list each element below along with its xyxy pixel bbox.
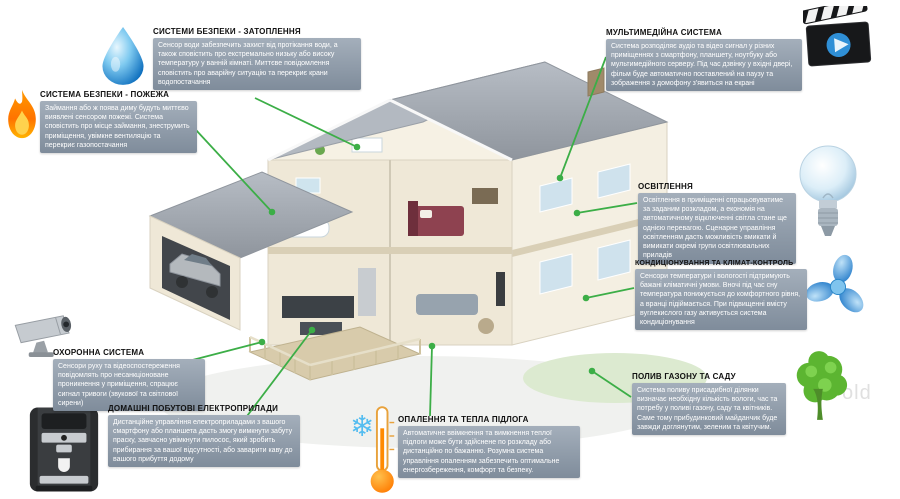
connector-watering	[588, 367, 632, 398]
flame-icon	[3, 86, 41, 142]
callout-watering-title: ПОЛИВ ГАЗОНУ ТА САДУ	[632, 372, 736, 381]
callout-flood-title: СИСТЕМИ БЕЗПЕКИ - ЗАТОПЛЕННЯ	[153, 27, 301, 36]
callout-watering-body: Система поливу присадибної ділянки визна…	[632, 383, 786, 436]
callout-multimedia: МУЛЬТИМЕДІЙНА СИСТЕМА Система розподіляє…	[606, 28, 802, 92]
sofa	[416, 294, 478, 315]
callout-security-title: ОХОРОННА СИСТЕМА	[53, 348, 145, 357]
callout-climate-body: Сенсори температури і вологості підтриму…	[635, 269, 807, 331]
connector-fire	[195, 129, 276, 216]
callout-lighting: ОСВІТЛЕННЯ Освітлення в приміщенні спрац…	[638, 182, 796, 264]
callout-flood: СИСТЕМИ БЕЗПЕКИ - ЗАТОПЛЕННЯ Сенсор води…	[153, 27, 361, 91]
tv	[496, 272, 505, 306]
coffee-machine-icon	[24, 403, 104, 496]
callout-fire-body: Займання або ж поява диму будуть миттєво…	[40, 101, 197, 154]
car	[169, 253, 221, 298]
water-drop-icon	[95, 25, 151, 85]
fridge	[358, 268, 376, 316]
callout-heating: ОПАЛЕННЯ ТА ТЕПЛА ПІДЛОГА Автоматичне вв…	[398, 415, 580, 479]
callout-flood-body: Сенсор води забезпечить захист від проті…	[153, 38, 361, 91]
callout-climate: КОНДИЦІОНУВАННЯ ТА КЛІМАТ-КОНТРОЛЬ Сенсо…	[635, 260, 807, 331]
fan-icon	[806, 253, 870, 319]
callout-fire-title: СИСТЕМА БЕЗПЕКИ - ПОЖЕЖА	[40, 90, 170, 99]
thermometer-icon: ❄	[350, 400, 400, 497]
callout-climate-title: КОНДИЦІОНУВАННЯ ТА КЛІМАТ-КОНТРОЛЬ	[635, 260, 794, 267]
connector-heating	[428, 342, 436, 417]
callout-appliances: ДОМАШНІ ПОБУТОВІ ЕЛЕКТРОПРИЛАДИ Дистанці…	[108, 404, 300, 468]
callout-heating-body: Автоматичне ввімкнення та вимкнення тепл…	[398, 426, 580, 479]
cctv-camera-icon	[6, 310, 86, 358]
tree-icon	[788, 345, 850, 423]
coffee-table	[478, 318, 494, 334]
kitchen-counter	[282, 296, 354, 318]
garage	[148, 171, 354, 331]
dresser	[472, 188, 498, 204]
callout-multimedia-title: МУЛЬТИМЕДІЙНА СИСТЕМА	[606, 28, 722, 37]
callout-multimedia-body: Система розподіляє аудіо та відео сигнал…	[606, 39, 802, 92]
callout-lighting-body: Освітлення в приміщенні спрацьовуватиме …	[638, 193, 796, 264]
connector-flood	[254, 97, 361, 151]
play-icon	[834, 38, 849, 53]
connector-appliances	[237, 326, 316, 429]
connector-multimedia	[556, 56, 607, 182]
clapperboard-icon	[803, 6, 873, 68]
snowflake-icon: ❄	[350, 409, 374, 443]
connector-climate	[582, 287, 635, 302]
callout-security-body: Сенсори руху та відеоспостереження повід…	[53, 359, 205, 412]
callout-fire: СИСТЕМА БЕЗПЕКИ - ПОЖЕЖА Займання або ж …	[40, 90, 197, 154]
callout-heating-title: ОПАЛЕННЯ ТА ТЕПЛА ПІДЛОГА	[398, 415, 529, 424]
callout-appliances-body: Дистанційне управління електроприладами …	[108, 415, 300, 468]
callout-watering: ПОЛИВ ГАЗОНУ ТА САДУ Система поливу прис…	[632, 372, 786, 436]
callout-security: ОХОРОННА СИСТЕМА Сенсори руху та відеосп…	[53, 348, 205, 412]
connector-lighting	[573, 202, 638, 217]
callout-appliances-title: ДОМАШНІ ПОБУТОВІ ЕЛЕКТРОПРИЛАДИ	[108, 404, 279, 413]
watermark: old	[842, 382, 872, 404]
callout-lighting-title: ОСВІТЛЕННЯ	[638, 182, 693, 191]
coffee-cup	[58, 458, 70, 472]
light-bulb-icon	[797, 140, 859, 240]
